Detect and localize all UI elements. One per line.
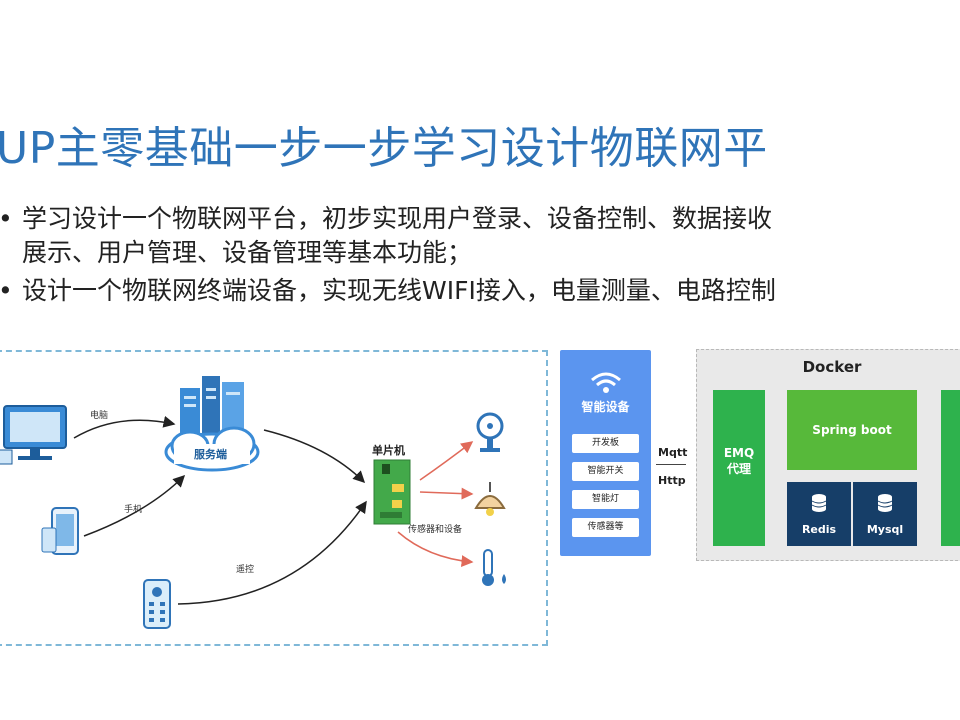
emq-broker-box: EMQ 代理: [713, 390, 765, 546]
database-icon: [877, 494, 893, 512]
thermometer-icon: [482, 549, 506, 586]
bullet-marker: •: [0, 202, 13, 236]
redis-label: Redis: [801, 523, 837, 536]
chip-item: 智能开关: [572, 462, 639, 481]
service-box-partial: [941, 390, 960, 546]
protocol-http: Http: [658, 474, 686, 487]
wifi-icon: [591, 372, 621, 393]
spring-boot-box: Spring boot: [787, 390, 917, 470]
label-sensors: 传感器和设备: [408, 525, 463, 535]
chip-item: 开发板: [572, 434, 639, 453]
phone-icon: [41, 507, 79, 555]
bullet-list: • 学习设计一个物联网平台，初步实现用户登录、设备控制、数据接收 展示、用户管理…: [0, 202, 776, 308]
page-title: UP主零基础一步一步学习设计物联网平: [0, 123, 768, 174]
bullet-line: 设计一个物联网终端设备，实现无线WIFI接入，电量测量、电路控制: [22, 276, 776, 305]
bullet-marker: •: [0, 274, 13, 308]
remote-icon: [143, 579, 171, 629]
chip-item: 传感器等: [572, 518, 639, 537]
emq-sublabel: 代理: [726, 462, 751, 476]
label-pc: 电脑: [90, 411, 109, 421]
computer-icon: [0, 405, 67, 465]
docker-title: Docker: [802, 358, 862, 376]
smart-device-panel: 智能设备 开发板 智能开关 智能灯 传感器等: [560, 350, 651, 556]
bullet-item: • 设计一个物联网终端设备，实现无线WIFI接入，电量测量、电路控制: [0, 274, 776, 308]
docker-container: Docker EMQ 代理 Spring boot Redis: [696, 349, 960, 561]
iot-architecture-diagram: 电脑 手机 遥控 服务端 单片机 传感器和设备: [0, 350, 548, 646]
bullet-line: 学习设计一个物联网平台，初步实现用户登录、设备控制、数据接收: [22, 204, 773, 233]
platform-architecture-diagram: 智能设备 开发板 智能开关 智能灯 传感器等 Mqtt Http Docker …: [560, 346, 960, 561]
server-cloud-icon: [164, 376, 260, 472]
fan-icon: [476, 412, 504, 452]
bullet-line: 展示、用户管理、设备管理等基本功能；: [22, 238, 473, 267]
smart-device-title: 智能设备: [581, 400, 630, 414]
label-mcu: 单片机: [372, 444, 405, 457]
mcu-board-icon: [373, 459, 411, 525]
bullet-item: • 学习设计一个物联网平台，初步实现用户登录、设备控制、数据接收 展示、用户管理…: [0, 202, 776, 270]
emq-label: EMQ: [723, 446, 755, 460]
diagram-drawing: [0, 376, 506, 629]
protocol-divider: [656, 464, 686, 465]
mysql-label: Mysql: [866, 523, 904, 536]
label-server: 服务端: [194, 448, 227, 461]
database-icon: [811, 494, 827, 512]
lamp-icon: [474, 482, 506, 516]
label-remote: 遥控: [236, 565, 255, 575]
redis-box: Redis: [787, 482, 851, 546]
mysql-box: Mysql: [853, 482, 917, 546]
label-phone: 手机: [124, 505, 143, 515]
protocol-mqtt: Mqtt: [658, 446, 688, 459]
chip-item: 智能灯: [572, 490, 639, 509]
